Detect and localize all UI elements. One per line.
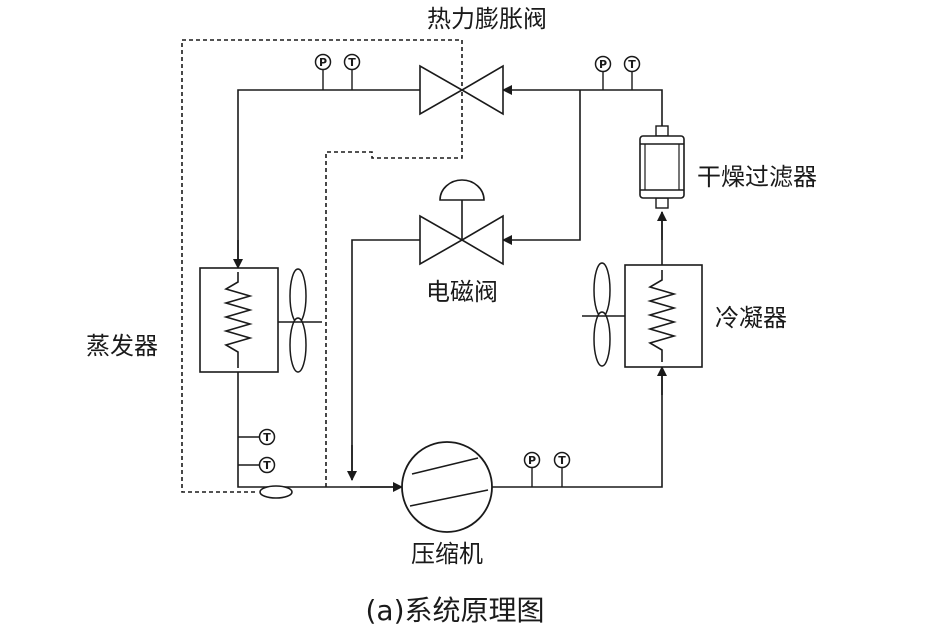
temperature-gauge-evap-outlet-2: [258, 456, 276, 474]
thermal-expansion-valve: [419, 64, 504, 116]
pressure-gauge-evap-inlet-label: P: [319, 56, 327, 69]
pipe-compressor-to-condenser: [492, 367, 663, 488]
filter-drier: [639, 125, 685, 209]
temperature-gauge-liquid-line: [623, 55, 641, 73]
solenoid-valve-label: 电磁阀: [426, 278, 498, 306]
expansion-valve-right-triangle: [460, 64, 504, 116]
evaporator-coil: [223, 272, 253, 368]
temperature-gauge-discharge: [553, 451, 571, 469]
pressure-gauge-discharge: [523, 451, 541, 469]
pipe-filter-to-liquid-line: [580, 89, 663, 126]
filter-drier-label: 干燥过滤器: [697, 163, 817, 191]
solenoid-right-triangle: [460, 214, 504, 266]
sensing-bulb: [259, 485, 293, 499]
condenser-fan-blade-top: [593, 262, 611, 318]
compressor-line-2: [409, 489, 489, 507]
evaporator-label: 蒸发器: [86, 332, 158, 360]
filter-body: [639, 135, 685, 199]
condenser: [582, 262, 703, 368]
pressure-gauge-evap-inlet: [314, 53, 332, 71]
temperature-gauge-discharge-label: T: [558, 454, 566, 467]
compressor: [401, 441, 493, 533]
figure-caption: (a)系统原理图: [365, 594, 544, 627]
compressor-label: 压缩机: [411, 540, 483, 568]
pipe-evaporator-to-suction: [237, 372, 402, 488]
solenoid-actuator-dome: [439, 179, 485, 201]
condenser-box: [624, 264, 703, 368]
temperature-gauge-liquid-line-label: T: [628, 58, 636, 71]
condenser-fan-blade-bottom: [593, 311, 611, 367]
pipe-solenoid-to-suction: [351, 239, 420, 480]
bulb-line-outer: [181, 39, 463, 493]
evaporator-fan-blade-top: [289, 268, 307, 324]
pressure-gauge-liquid-line: [594, 55, 612, 73]
expansion-valve-label: 热力膨胀阀: [427, 5, 547, 33]
pressure-gauge-liquid-line-label: P: [599, 58, 607, 71]
condenser-coil: [647, 270, 677, 362]
evaporator: [199, 267, 322, 373]
filter-bottom-cap: [655, 197, 669, 209]
pipe-branch-to-solenoid: [502, 90, 581, 245]
sensing-bulb-lines: [181, 39, 463, 493]
evaporator-fan-blade-bottom: [289, 317, 307, 373]
pressure-gauge-discharge-label: P: [528, 454, 536, 467]
temperature-gauge-evap-inlet: [343, 53, 361, 71]
compressor-body: [401, 441, 493, 533]
compressor-line-1: [411, 457, 479, 475]
temperature-gauge-evap-outlet-1-label: T: [263, 431, 271, 444]
pipe-valve-to-evaporator: [237, 89, 420, 268]
gauges: P T P T T T P T: [238, 53, 641, 487]
solenoid-valve: [419, 179, 504, 266]
condenser-label: 冷凝器: [715, 304, 787, 332]
solenoid-left-triangle: [419, 214, 464, 266]
temperature-gauge-evap-outlet-1: [258, 428, 276, 446]
temperature-gauge-evap-outlet-2-label: T: [263, 459, 271, 472]
refrigerant-pipes: [233, 85, 667, 492]
temperature-gauge-evap-inlet-label: T: [348, 56, 356, 69]
filter-top-cap: [655, 125, 669, 137]
expansion-valve-left-triangle: [419, 64, 464, 116]
